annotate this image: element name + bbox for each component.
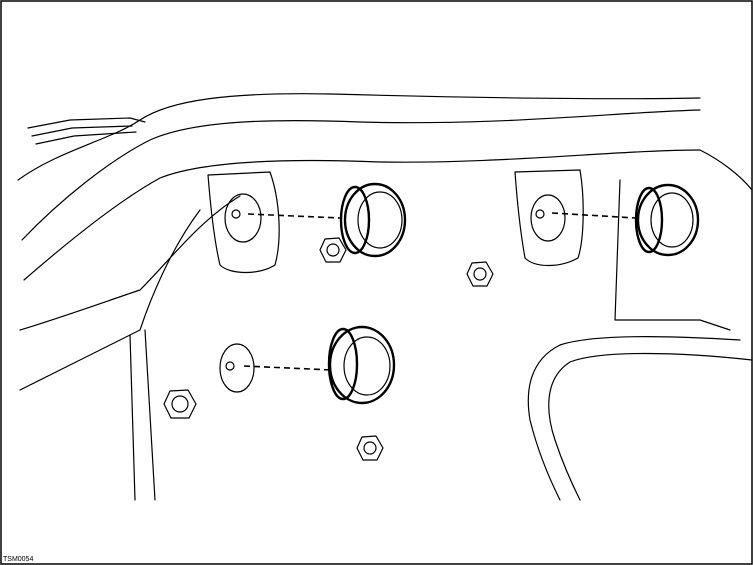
- bracket-upper-right: [514, 169, 637, 267]
- bracket-upper-left: [207, 171, 341, 274]
- nut: [319, 237, 347, 263]
- nut: [163, 389, 197, 419]
- nut: [466, 261, 494, 287]
- hex-nuts: [163, 237, 494, 461]
- body-panel-outlines: [17, 93, 753, 501]
- nut: [356, 435, 384, 461]
- figure-id-label: TSM0054: [3, 556, 34, 563]
- grommet-lower: [327, 325, 396, 405]
- grommet-upper-left: [339, 182, 407, 258]
- bracket-lower-left: [219, 343, 333, 393]
- grommet-upper-right: [634, 183, 700, 257]
